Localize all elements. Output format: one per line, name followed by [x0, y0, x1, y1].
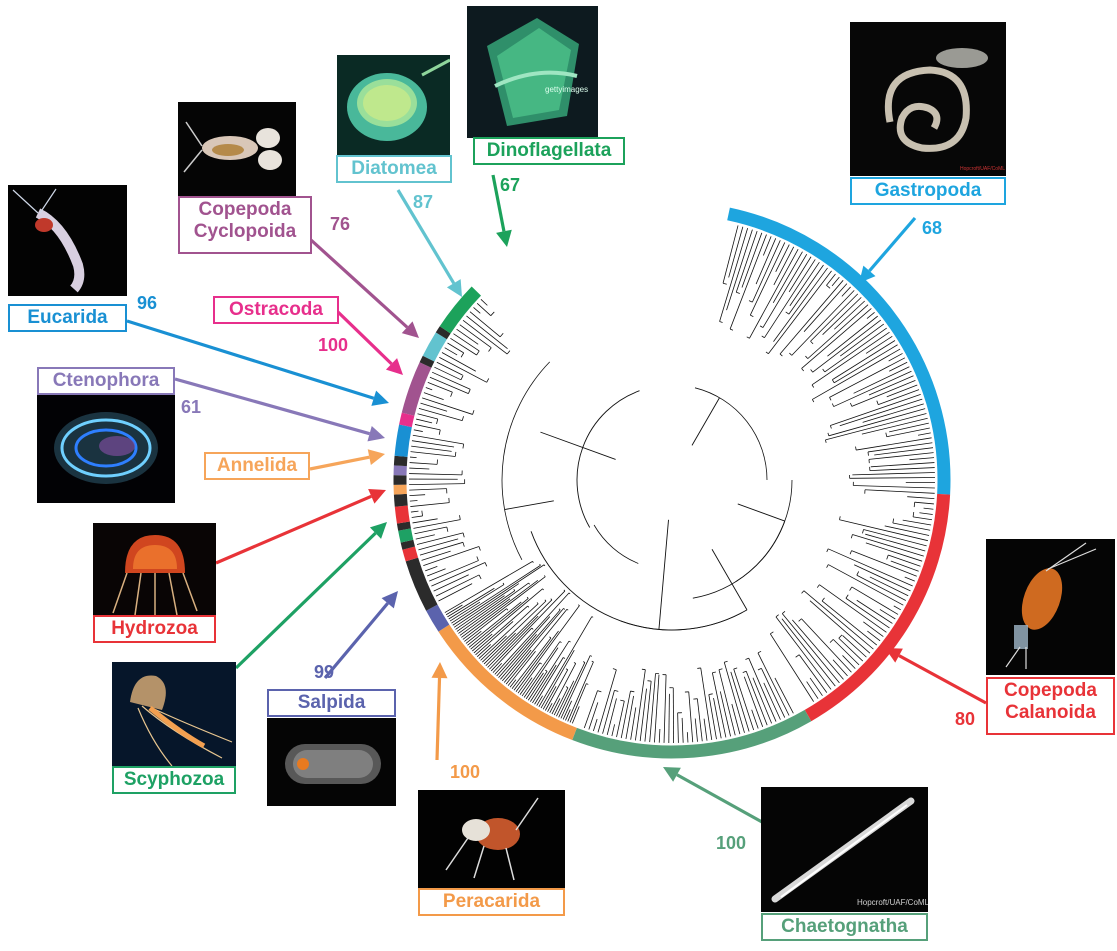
label-line: Calanoida	[991, 702, 1110, 724]
ring-segment-hydrozoa	[401, 506, 403, 522]
photo-watermark: Hopcroft/UAF/CoML	[960, 166, 1005, 172]
ring-segment-dinoflagellata	[445, 291, 476, 330]
support-value-cyclopoida: 76	[330, 214, 350, 235]
arrow-worm-photo: Hopcroft/UAF/CoML	[761, 787, 928, 912]
ring-segment-ostracoda	[405, 414, 408, 426]
label-ctenophora: Ctenophora	[37, 367, 175, 395]
comb-jelly-photo	[37, 392, 175, 503]
amphipod-photo	[418, 790, 565, 891]
ring-segment-unassigned	[412, 560, 432, 608]
label-line: Ctenophora	[42, 370, 170, 392]
diatom-photo	[337, 55, 450, 155]
ring-segment-cyclopoida	[408, 365, 425, 414]
ring-segment-diatomea	[429, 336, 442, 359]
calanoid-copepod-photo	[986, 539, 1115, 675]
support-value-gastropoda: 68	[922, 218, 942, 239]
label-gastropoda: Gastropoda	[850, 177, 1006, 205]
support-value-salpida: 99	[314, 662, 334, 683]
label-line: Scyphozoa	[117, 769, 231, 791]
clade-color-ring	[400, 214, 944, 752]
label-line: Copepoda	[183, 199, 307, 221]
ring-segment-unassigned	[425, 359, 428, 365]
label-line: Chaetognatha	[766, 916, 923, 938]
ring-segment-unassigned	[400, 456, 401, 465]
tree-backbone	[505, 391, 785, 630]
label-ostracoda: Ostracoda	[213, 296, 339, 324]
label-chaetognatha: Chaetognatha	[761, 913, 928, 941]
tree-branches	[409, 225, 935, 743]
photo-watermark: gettyimages	[545, 85, 588, 94]
arrow-chaetognatha	[663, 767, 762, 822]
salp-photo	[267, 718, 396, 806]
label-line: Diatomea	[341, 158, 447, 180]
ring-segment-unassigned	[407, 541, 409, 548]
ring-segment-peracarida	[444, 628, 575, 734]
label-eucarida: Eucarida	[8, 304, 127, 332]
label-line: Annelida	[209, 455, 305, 477]
photo-watermark: Hopcroft/UAF/CoML	[857, 898, 928, 907]
ring-segment-unassigned	[403, 523, 404, 530]
support-value-chaetognatha: 100	[716, 833, 746, 854]
arrow-peracarida	[432, 662, 448, 760]
arrow-gastropoda	[859, 218, 915, 283]
jellyfish-photo	[112, 662, 236, 769]
support-value-ctenophora: 61	[181, 397, 201, 418]
support-value-diatomea: 87	[413, 192, 433, 213]
label-line: Dinoflagellata	[478, 140, 620, 162]
dinoflagellate-photo: gettyimages	[467, 6, 598, 138]
ring-segment-unassigned	[400, 494, 401, 506]
arrow-annelida	[310, 449, 385, 469]
support-value-dinoflagellata: 67	[500, 175, 520, 196]
label-hydrozoa: Hydrozoa	[93, 615, 216, 643]
support-value-eucarida: 96	[137, 293, 157, 314]
ring-segment-hydrozoa	[409, 548, 412, 559]
cyclopoid-copepod-photo	[178, 102, 296, 197]
arrow-salpida	[325, 591, 398, 678]
label-line: Cyclopoida	[183, 221, 307, 243]
tree-clade	[695, 225, 935, 480]
support-value-ostracoda: 100	[318, 335, 348, 356]
ring-segment-scyphozoa	[405, 530, 407, 542]
label-dinoflagellata: Dinoflagellata	[473, 137, 625, 165]
label-peracarida: Peracarida	[418, 888, 565, 916]
tree-clade	[584, 612, 793, 743]
pteropod-photo: Hopcroft/UAF/CoML	[850, 22, 1006, 176]
label-line: Peracarida	[423, 891, 560, 913]
label-salpida: Salpida	[267, 689, 396, 717]
arrow-calanoida	[885, 648, 986, 703]
ring-segment-salpida	[432, 608, 444, 628]
label-annelida: Annelida	[204, 452, 310, 480]
hydromedusa-photo	[93, 523, 216, 618]
label-scyphozoa: Scyphozoa	[112, 766, 236, 794]
arrow-ctenophora	[175, 379, 385, 441]
label-line: Ostracoda	[218, 299, 334, 321]
label-line: Salpida	[272, 692, 391, 714]
ring-segment-eucarida	[401, 426, 405, 457]
label-line: Hydrozoa	[98, 618, 211, 640]
support-value-calanoida: 80	[955, 709, 975, 730]
ring-segment-unassigned	[441, 330, 445, 336]
ring-segment-calanoida	[808, 494, 944, 715]
label-line: Copepoda	[991, 680, 1110, 702]
krill-photo	[8, 185, 127, 296]
arrow-hydrozoa	[216, 489, 386, 563]
label-line: Eucarida	[13, 307, 122, 329]
label-line: Gastropoda	[855, 180, 1001, 202]
support-value-peracarida: 100	[450, 762, 480, 783]
label-diatomea: Diatomea	[336, 155, 452, 183]
